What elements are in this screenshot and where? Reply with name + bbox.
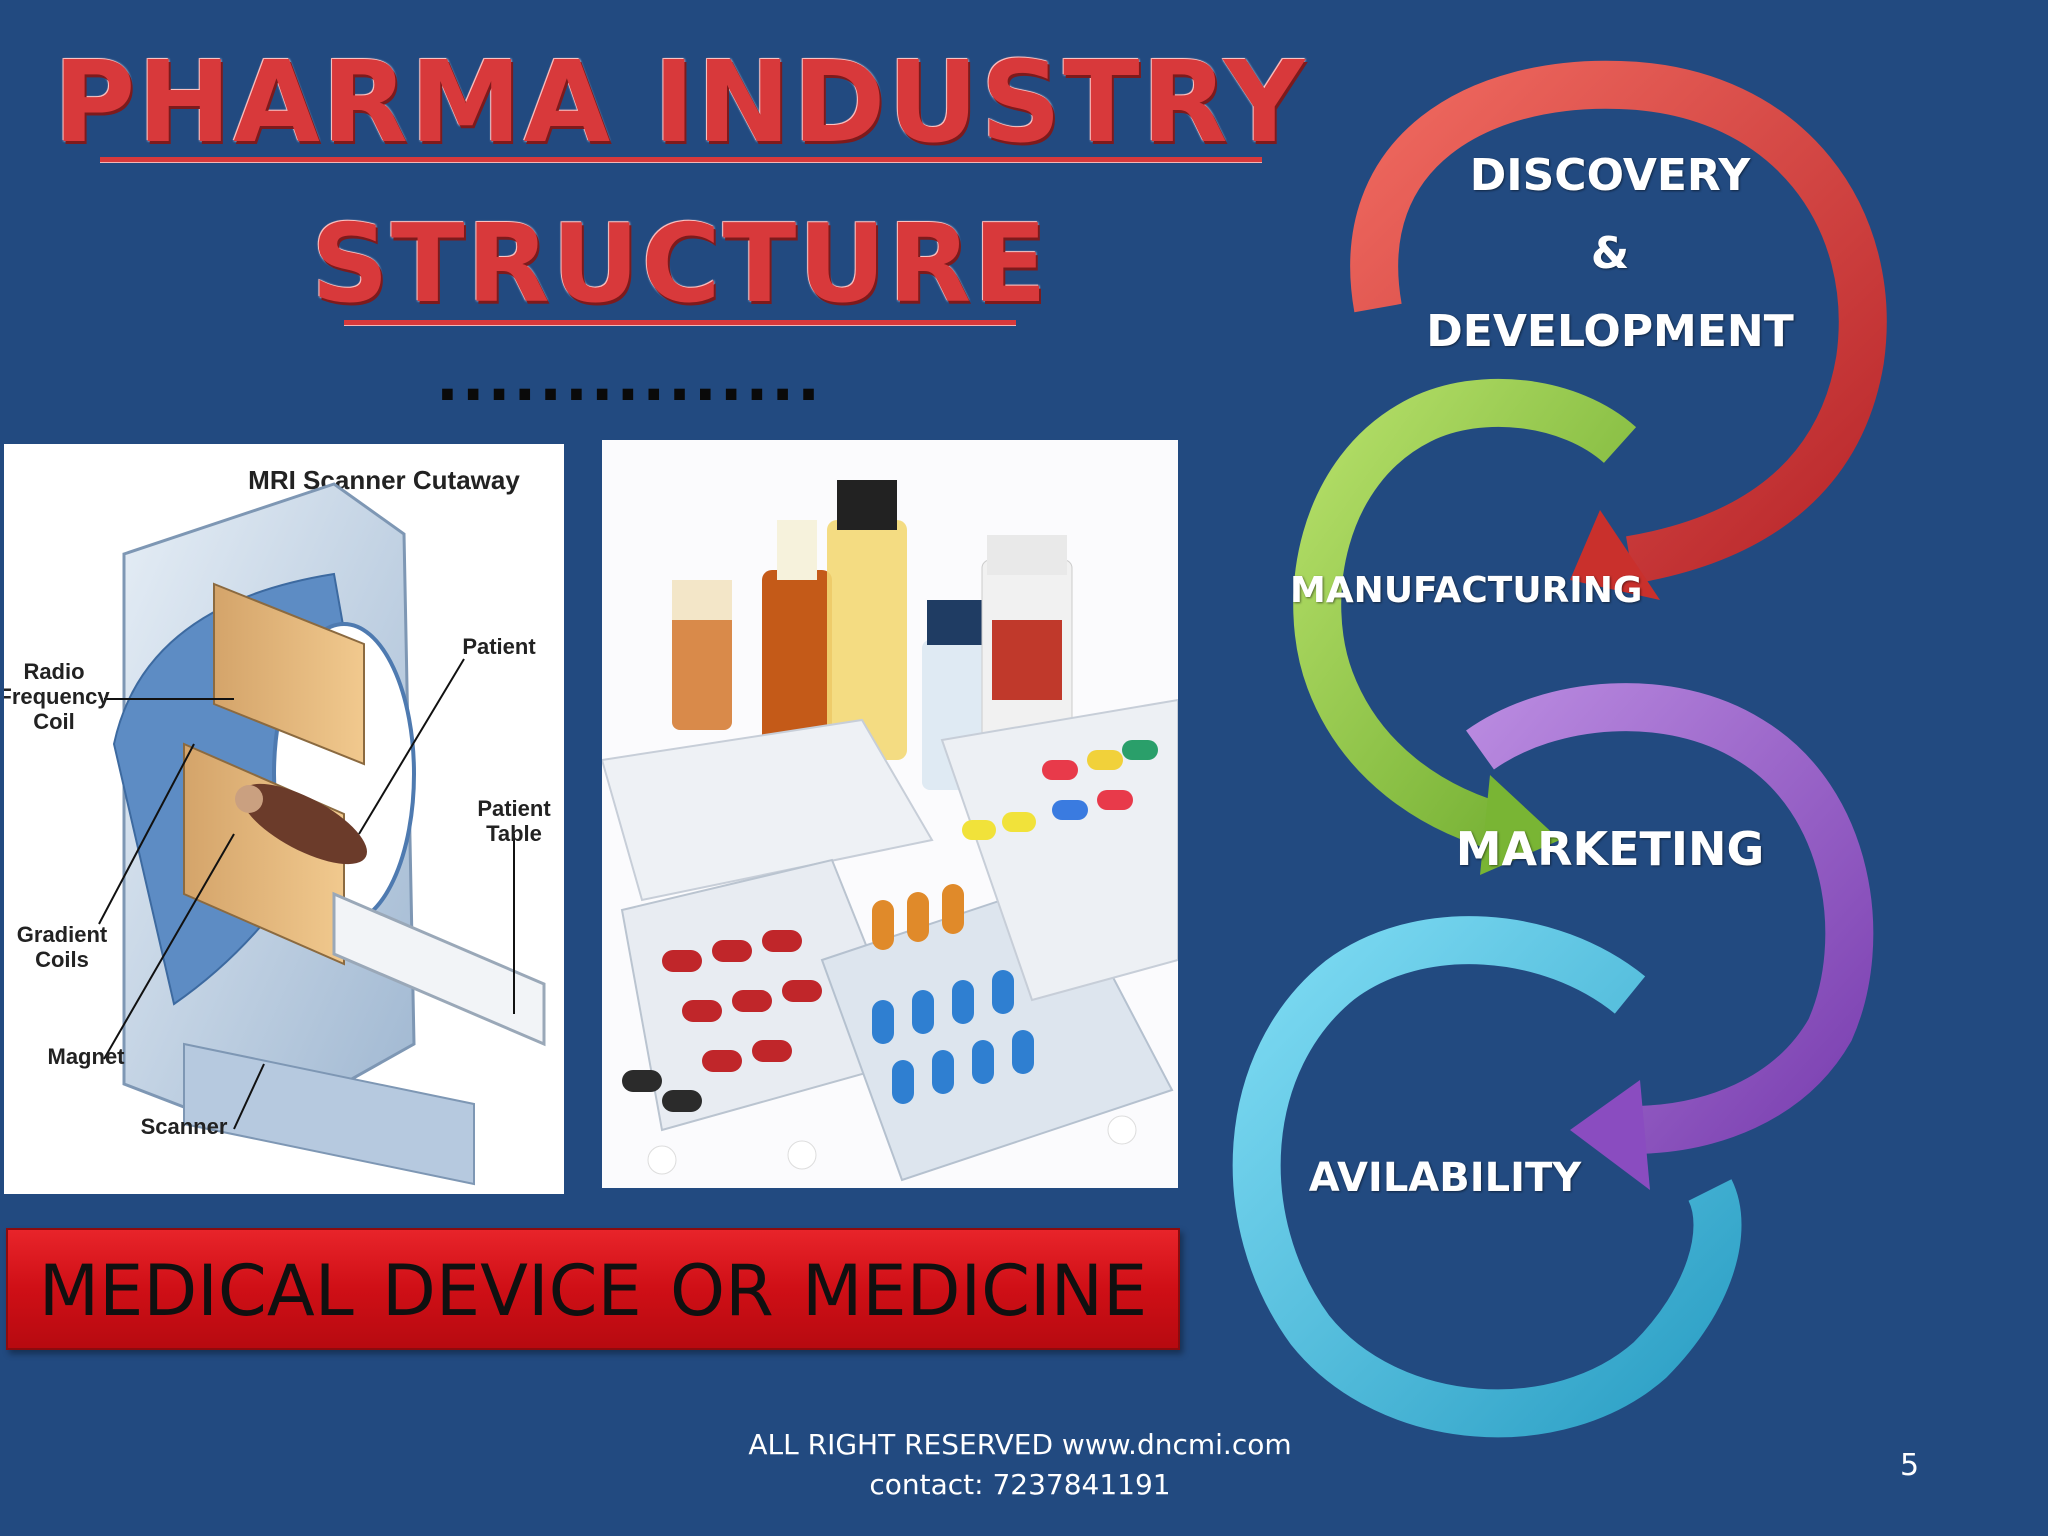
mri-label-radio-3: Coil [33, 709, 75, 734]
availability-label: AVILABILITY [1308, 1155, 1582, 1201]
mri-label-gradient-1: Gradient [17, 922, 108, 947]
industry-cycle-diagram [1190, 40, 2048, 1480]
footer-rights: ALL RIGHT RESERVED www.dncmi.com [748, 1428, 1292, 1461]
slide-title-line2: STRUCTURE [311, 202, 1049, 327]
marketing-label: MARKETING [1455, 822, 1765, 876]
medicines-illustration [602, 440, 1178, 1188]
mri-label-radio-2: Frequency [4, 684, 110, 709]
mri-label-scanner: Scanner [141, 1114, 228, 1139]
discovery-arrowhead [1570, 510, 1660, 600]
manufacturing-arrowhead [1480, 775, 1560, 875]
marketing-arrowhead [1570, 1080, 1650, 1190]
mri-illustration: MRI Scanner Cutaway Radio Frequency Coil… [4, 465, 551, 1186]
slide-title-line1: PHARMA INDUSTRY [53, 38, 1307, 168]
discovery-arc [1350, 60, 1887, 584]
capsules [622, 740, 1158, 1175]
banner-text: MEDICAL DEVICE OR MEDICINE [38, 1250, 1148, 1332]
manufacturing-arc [1293, 378, 1637, 854]
page-number: 5 [1900, 1448, 1920, 1483]
mri-label-gradient-2: Coils [35, 947, 89, 972]
decorative-dots: ............... [436, 345, 823, 415]
title-underline-2 [344, 320, 1016, 325]
mri-label-table-2: Table [486, 821, 542, 846]
manufacturing-label: MANUFACTURING [1290, 570, 1643, 611]
medicines-image [602, 440, 1178, 1188]
mri-label-magnet: Magnet [48, 1044, 126, 1069]
discovery-label-2: & [1590, 228, 1630, 279]
mri-label-radio-1: Radio [23, 659, 84, 684]
marketing-arc [1466, 683, 1874, 1154]
mri-scanner-image: MRI Scanner Cutaway Radio Frequency Coil… [4, 444, 564, 1194]
medical-device-banner: MEDICAL DEVICE OR MEDICINE [6, 1228, 1180, 1350]
mri-label-table-1: Patient [477, 796, 551, 821]
title-underline-1 [100, 157, 1262, 162]
footer-contact: contact: 7237841191 [869, 1468, 1171, 1501]
mri-label-patient: Patient [462, 634, 536, 659]
discovery-label-1: DISCOVERY [1469, 150, 1751, 201]
mri-heading: MRI Scanner Cutaway [248, 465, 520, 495]
availability-arc [1232, 916, 1742, 1438]
discovery-label-3: DEVELOPMENT [1426, 306, 1794, 357]
